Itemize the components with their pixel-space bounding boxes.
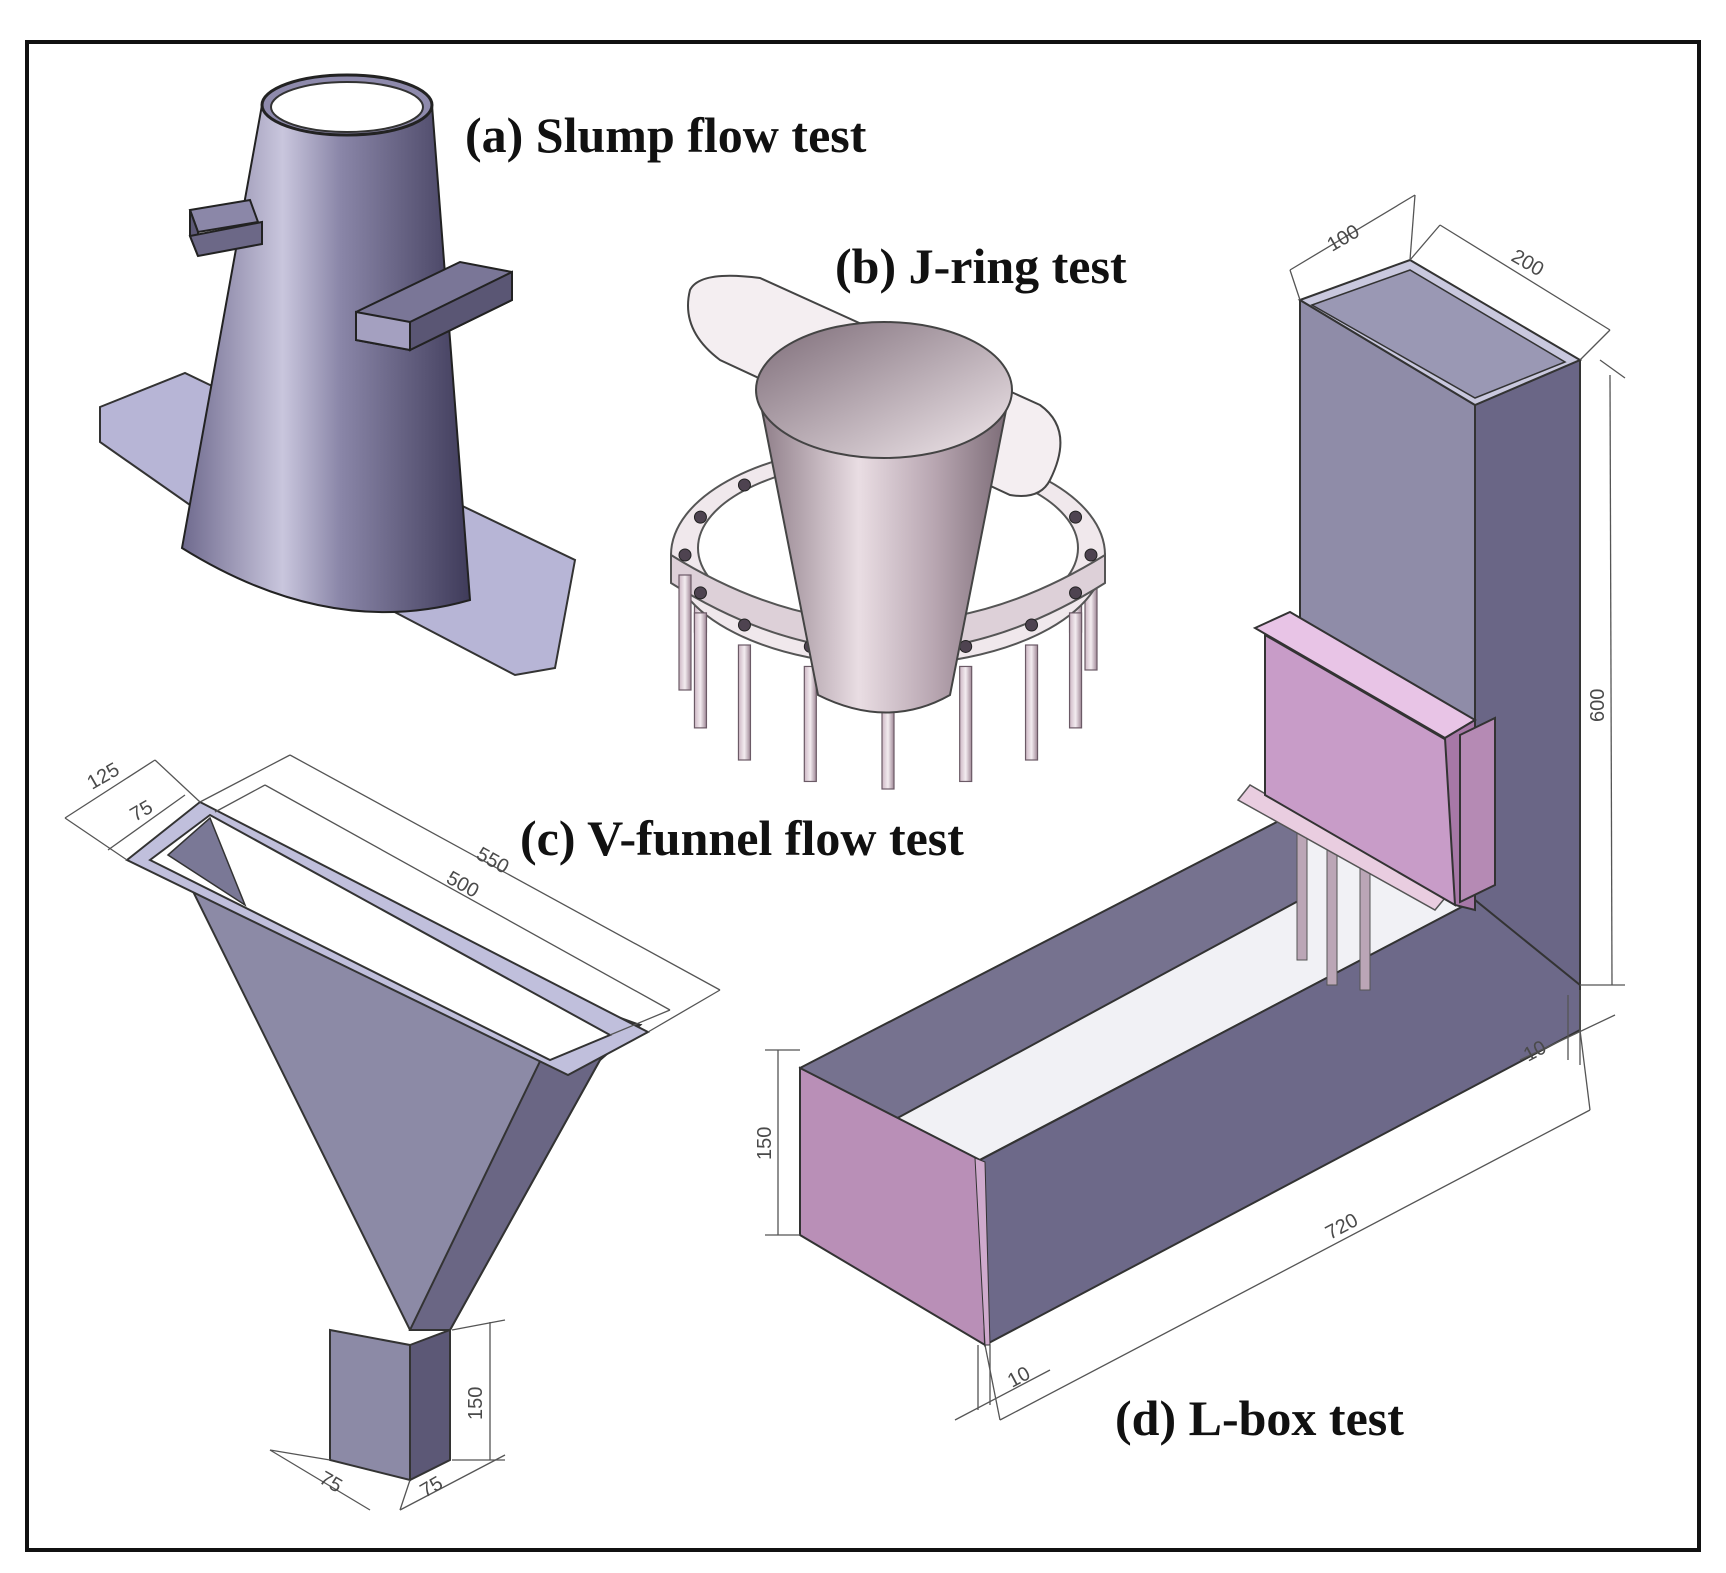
lbox-dim-720 [984,1029,1591,1421]
jring-rod [1024,644,1039,761]
jring-bolt [678,548,692,562]
jring-rod [693,612,708,729]
jring-bolt [1069,510,1083,524]
jring-bolt [1025,618,1039,632]
vfunnel-drawing: 125 75 550 500 150 75 75 [64,754,721,1511]
lbox-drawing: 100 200 600 10 150 720 10 [754,194,1626,1421]
jring-drawing [670,274,1106,790]
slump-handle-left [188,198,263,258]
caption-slump: (a) Slump flow test [465,107,867,163]
jring-bolt [737,478,751,492]
vfunnel-dim-500 [214,784,671,1036]
slump-cone-drawing [99,73,577,677]
jring-bolt [959,639,973,653]
jring-rod [1068,612,1083,729]
jring-cone-opening [755,321,1013,459]
jring-rod [803,665,817,783]
jring-bolt [1084,548,1098,562]
vfunnel-outlet-side [409,1328,451,1482]
jring-bolt [693,510,707,524]
lbox-dim-10-right [1519,990,1616,1065]
jring-rod [678,574,692,691]
jring-bolt [693,586,707,600]
lbox-gate-handle [1459,716,1496,904]
dim-lbox-600: 600 [1587,689,1609,722]
lbox-dim-600 [1580,359,1626,986]
jring-rod [959,665,973,783]
caption-vfunnel: (c) V-funnel flow test [520,810,964,866]
slump-handle-right [355,260,513,352]
dim-vfunnel-150: 150 [465,1387,487,1420]
lbox-dim-100 [1289,194,1416,301]
vfunnel-dim-125 [64,759,201,861]
caption-jring: (b) J-ring test [835,238,1127,294]
slump-cone-opening [270,81,424,133]
caption-lbox: (d) L-box test [1115,1390,1404,1446]
vfunnel-dim-75-top [107,794,186,851]
jring-bolt [1069,586,1083,600]
vfunnel-dim-550 [199,754,721,1033]
vfunnel-dim-75-bottom [269,1449,506,1511]
lbox-column-opening [1310,269,1567,399]
jring-rod [737,644,752,761]
lbox-dim-10-front [954,1345,1051,1421]
dim-lbox-150: 150 [754,1127,776,1160]
jring-bolt [737,618,751,632]
jring-cone [756,389,1012,714]
lbox-dim-200 [1409,224,1611,361]
lbox-dim-150 [765,1049,800,1236]
vfunnel-outlet-front [329,1328,411,1482]
vfunnel-inner-wall [166,816,247,907]
